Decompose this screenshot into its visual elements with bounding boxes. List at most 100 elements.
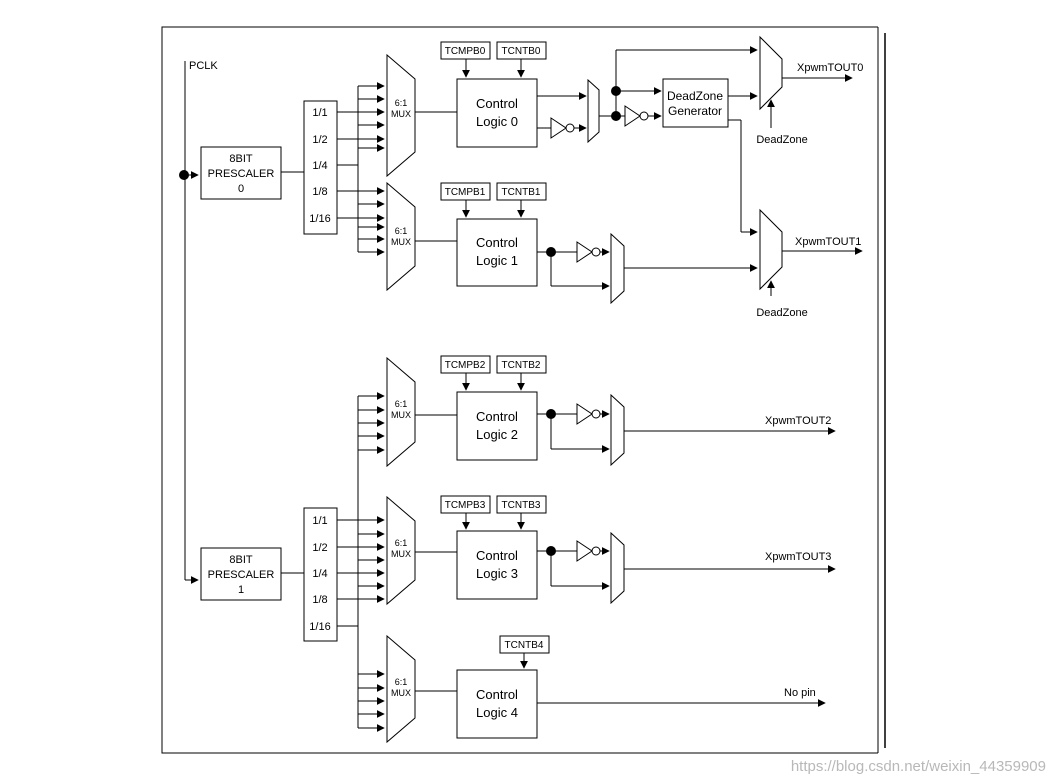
mux-1-label: MUX [391, 237, 411, 247]
channel-0-output-logic [537, 46, 758, 236]
control-logic-2-line2: Logic 2 [476, 427, 518, 442]
channel-2-junction-dot [546, 409, 556, 419]
tcntb2-label: TCNTB2 [502, 360, 541, 371]
divider-1-1-4: 1/4 [312, 568, 327, 580]
clock-divider-1: 1/1 1/2 1/4 1/8 1/16 [303, 507, 338, 642]
watermark: https://blog.csdn.net/weixin_44359909 [790, 758, 1046, 775]
mux-3-label: MUX [391, 549, 411, 559]
tcntb3-register: TCNTB3 [496, 495, 547, 514]
prescaler-0-line3: 0 [238, 183, 244, 195]
control-logic-3-line2: Logic 3 [476, 566, 518, 581]
tcmpb2-label: TCMPB2 [445, 360, 486, 371]
prescaler-1-line2: PRESCALER [208, 569, 275, 581]
register-to-control-arrows [462, 59, 528, 669]
deadzone-generator-line1: DeadZone [667, 89, 723, 103]
pclk-junction-dot [179, 170, 189, 180]
divider-1-1-2: 1/2 [312, 542, 327, 554]
tcmpb0-register: TCMPB0 [440, 41, 491, 60]
control-logic-1-line1: Control [476, 235, 518, 250]
deadzone-generator-line2: Generator [668, 104, 722, 118]
output-xpwmtout0: XpwmTOUT0 [797, 62, 863, 74]
control-logic-0-line2: Logic 0 [476, 114, 518, 129]
mux-3: 6:1 MUX [386, 495, 416, 606]
tcntb4-label: TCNTB4 [505, 640, 544, 651]
clock-divider-0: 1/1 1/2 1/4 1/8 1/16 [303, 100, 338, 235]
channel-1-output-logic [537, 232, 758, 305]
tcntb0-label: TCNTB0 [502, 46, 541, 57]
divider-0-1-2: 1/2 [312, 134, 327, 146]
control-logic-4-line1: Control [476, 687, 518, 702]
mux-4-ratio: 6:1 [395, 677, 408, 687]
tcmpb0-label: TCMPB0 [445, 46, 486, 57]
prescaler-to-divider-wires [281, 171, 304, 574]
mux-0: 6:1 MUX [386, 53, 416, 178]
tcmpb3-label: TCMPB3 [445, 500, 486, 511]
mux-4-label: MUX [391, 688, 411, 698]
tcmpb1-register: TCMPB1 [440, 182, 491, 201]
tcmpb1-label: TCMPB1 [445, 187, 486, 198]
control-logic-2: Control Logic 2 [456, 391, 538, 461]
tcntb1-register: TCNTB1 [496, 182, 547, 201]
mux-2: 6:1 MUX [386, 356, 416, 468]
divider-0-1-16: 1/16 [309, 213, 330, 225]
pclk-label: PCLK [189, 60, 218, 72]
mux-2-label: MUX [391, 410, 411, 420]
tcmpb3-register: TCMPB3 [440, 495, 491, 514]
channel-0-junction-dot-2 [611, 111, 621, 121]
control-logic-1: Control Logic 1 [456, 218, 538, 287]
prescaler-1-line3: 1 [238, 584, 244, 596]
divider-1-1-1: 1/1 [312, 515, 327, 527]
divider-0-1-1: 1/1 [312, 107, 327, 119]
control-logic-3-line1: Control [476, 548, 518, 563]
output-xpwmtout2: XpwmTOUT2 [765, 415, 831, 427]
control-logic-4: Control Logic 4 [456, 669, 538, 739]
prescaler-1: 8BIT PRESCALER 1 [200, 547, 282, 601]
deadzone-generator: DeadZone Generator [662, 78, 729, 128]
mux-3-ratio: 6:1 [395, 538, 408, 548]
control-logic-2-line1: Control [476, 409, 518, 424]
prescaler-0: 8BIT PRESCALER 0 [200, 146, 282, 200]
output-mux-1 [759, 208, 863, 296]
prescaler-0-line1: 8BIT [229, 153, 253, 165]
channel-3-output-logic [537, 531, 836, 605]
channel-3-junction-dot [546, 546, 556, 556]
tcntb1-label: TCNTB1 [502, 187, 541, 198]
control-logic-0: Control Logic 0 [456, 78, 538, 148]
divider-0-to-mux-wiring [337, 82, 385, 256]
prescaler-1-line1: 8BIT [229, 554, 253, 566]
divider-0-1-8: 1/8 [312, 186, 327, 198]
mux-0-ratio: 6:1 [395, 98, 408, 108]
tcntb0-register: TCNTB0 [496, 41, 547, 60]
deadzone-label-1: DeadZone [756, 307, 807, 319]
tcntb4-register: TCNTB4 [499, 635, 550, 654]
tcntb3-label: TCNTB3 [502, 500, 541, 511]
control-logic-4-line2: Logic 4 [476, 705, 518, 720]
tcmpb2-register: TCMPB2 [440, 355, 491, 374]
tcntb2-register: TCNTB2 [496, 355, 547, 374]
channel-0-junction-dot-1 [611, 86, 621, 96]
mux-0-label: MUX [391, 109, 411, 119]
output-xpwmtout1: XpwmTOUT1 [795, 236, 861, 248]
divider-1-1-16: 1/16 [309, 621, 330, 633]
mux-1: 6:1 MUX [386, 181, 416, 292]
divider-0-1-4: 1/4 [312, 160, 327, 172]
diagram-frame [161, 26, 886, 754]
mux-2-ratio: 6:1 [395, 399, 408, 409]
mux-1-ratio: 6:1 [395, 226, 408, 236]
divider-1-to-mux-wiring [337, 392, 385, 732]
output-no-pin: No pin [784, 687, 816, 699]
channel-1-junction-dot [546, 247, 556, 257]
control-logic-1-line2: Logic 1 [476, 253, 518, 268]
prescaler-0-line2: PRESCALER [208, 168, 275, 180]
divider-1-1-8: 1/8 [312, 594, 327, 606]
pclk-bus [184, 61, 199, 584]
mux-to-control-wires [415, 111, 457, 692]
output-xpwmtout3: XpwmTOUT3 [765, 551, 831, 563]
output-mux-0 [759, 35, 853, 128]
control-logic-0-line1: Control [476, 96, 518, 111]
mux-4: 6:1 MUX [386, 634, 416, 744]
control-logic-3: Control Logic 3 [456, 530, 538, 600]
deadzone-label-0: DeadZone [756, 134, 807, 146]
channel-2-output-logic [537, 393, 836, 467]
